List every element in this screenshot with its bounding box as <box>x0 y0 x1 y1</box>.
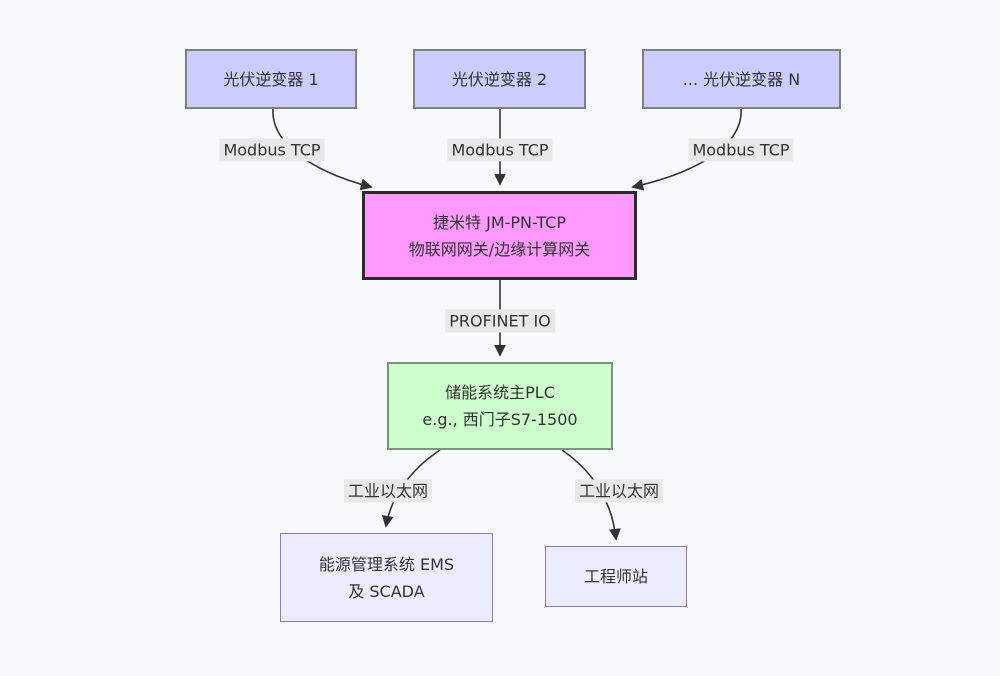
node-pv-inverter-2: 光伏逆变器 2 <box>413 49 586 109</box>
node-engineer-station-label: 工程师站 <box>583 567 648 586</box>
node-iot-gateway-line1: 捷米特 JM-PN-TCP <box>433 212 566 232</box>
edge-label-modbus-tcp-1: Modbus TCP <box>219 138 325 162</box>
edge-label-modbus-tcp-3: Modbus TCP <box>688 138 794 162</box>
edge-label-modbus-tcp-2: Modbus TCP <box>447 138 553 162</box>
edge-label-profinet-io: PROFINET IO <box>445 309 555 333</box>
node-storage-plc-line1: 储能系统主PLC <box>445 383 555 402</box>
node-pv-inverter-1-label: 光伏逆变器 1 <box>223 69 319 89</box>
node-pv-inverter-1: 光伏逆变器 1 <box>185 49 357 109</box>
edge-label-industrial-ethernet-2: 工业以太网 <box>574 479 664 503</box>
node-ems-scada: 能源管理系统 EMS 及 SCADA <box>280 533 493 622</box>
node-ems-scada-line2: 及 SCADA <box>348 581 425 601</box>
edge-label-industrial-ethernet-1: 工业以太网 <box>343 479 433 503</box>
node-iot-gateway: 捷米特 JM-PN-TCP 物联网网关/边缘计算网关 <box>362 191 637 280</box>
node-ems-scada-line1: 能源管理系统 EMS <box>318 554 455 574</box>
node-pv-inverter-n-label: ... 光伏逆变器 N <box>682 69 801 89</box>
node-engineer-station: 工程师站 <box>545 546 687 607</box>
node-iot-gateway-line2: 物联网网关/边缘计算网关 <box>408 239 591 259</box>
node-pv-inverter-n: ... 光伏逆变器 N <box>642 49 841 109</box>
node-storage-plc: 储能系统主PLC e.g., 西门子S7-1500 <box>387 362 613 450</box>
node-storage-plc-line2: e.g., 西门子S7-1500 <box>422 410 578 429</box>
node-pv-inverter-2-label: 光伏逆变器 2 <box>451 69 548 89</box>
